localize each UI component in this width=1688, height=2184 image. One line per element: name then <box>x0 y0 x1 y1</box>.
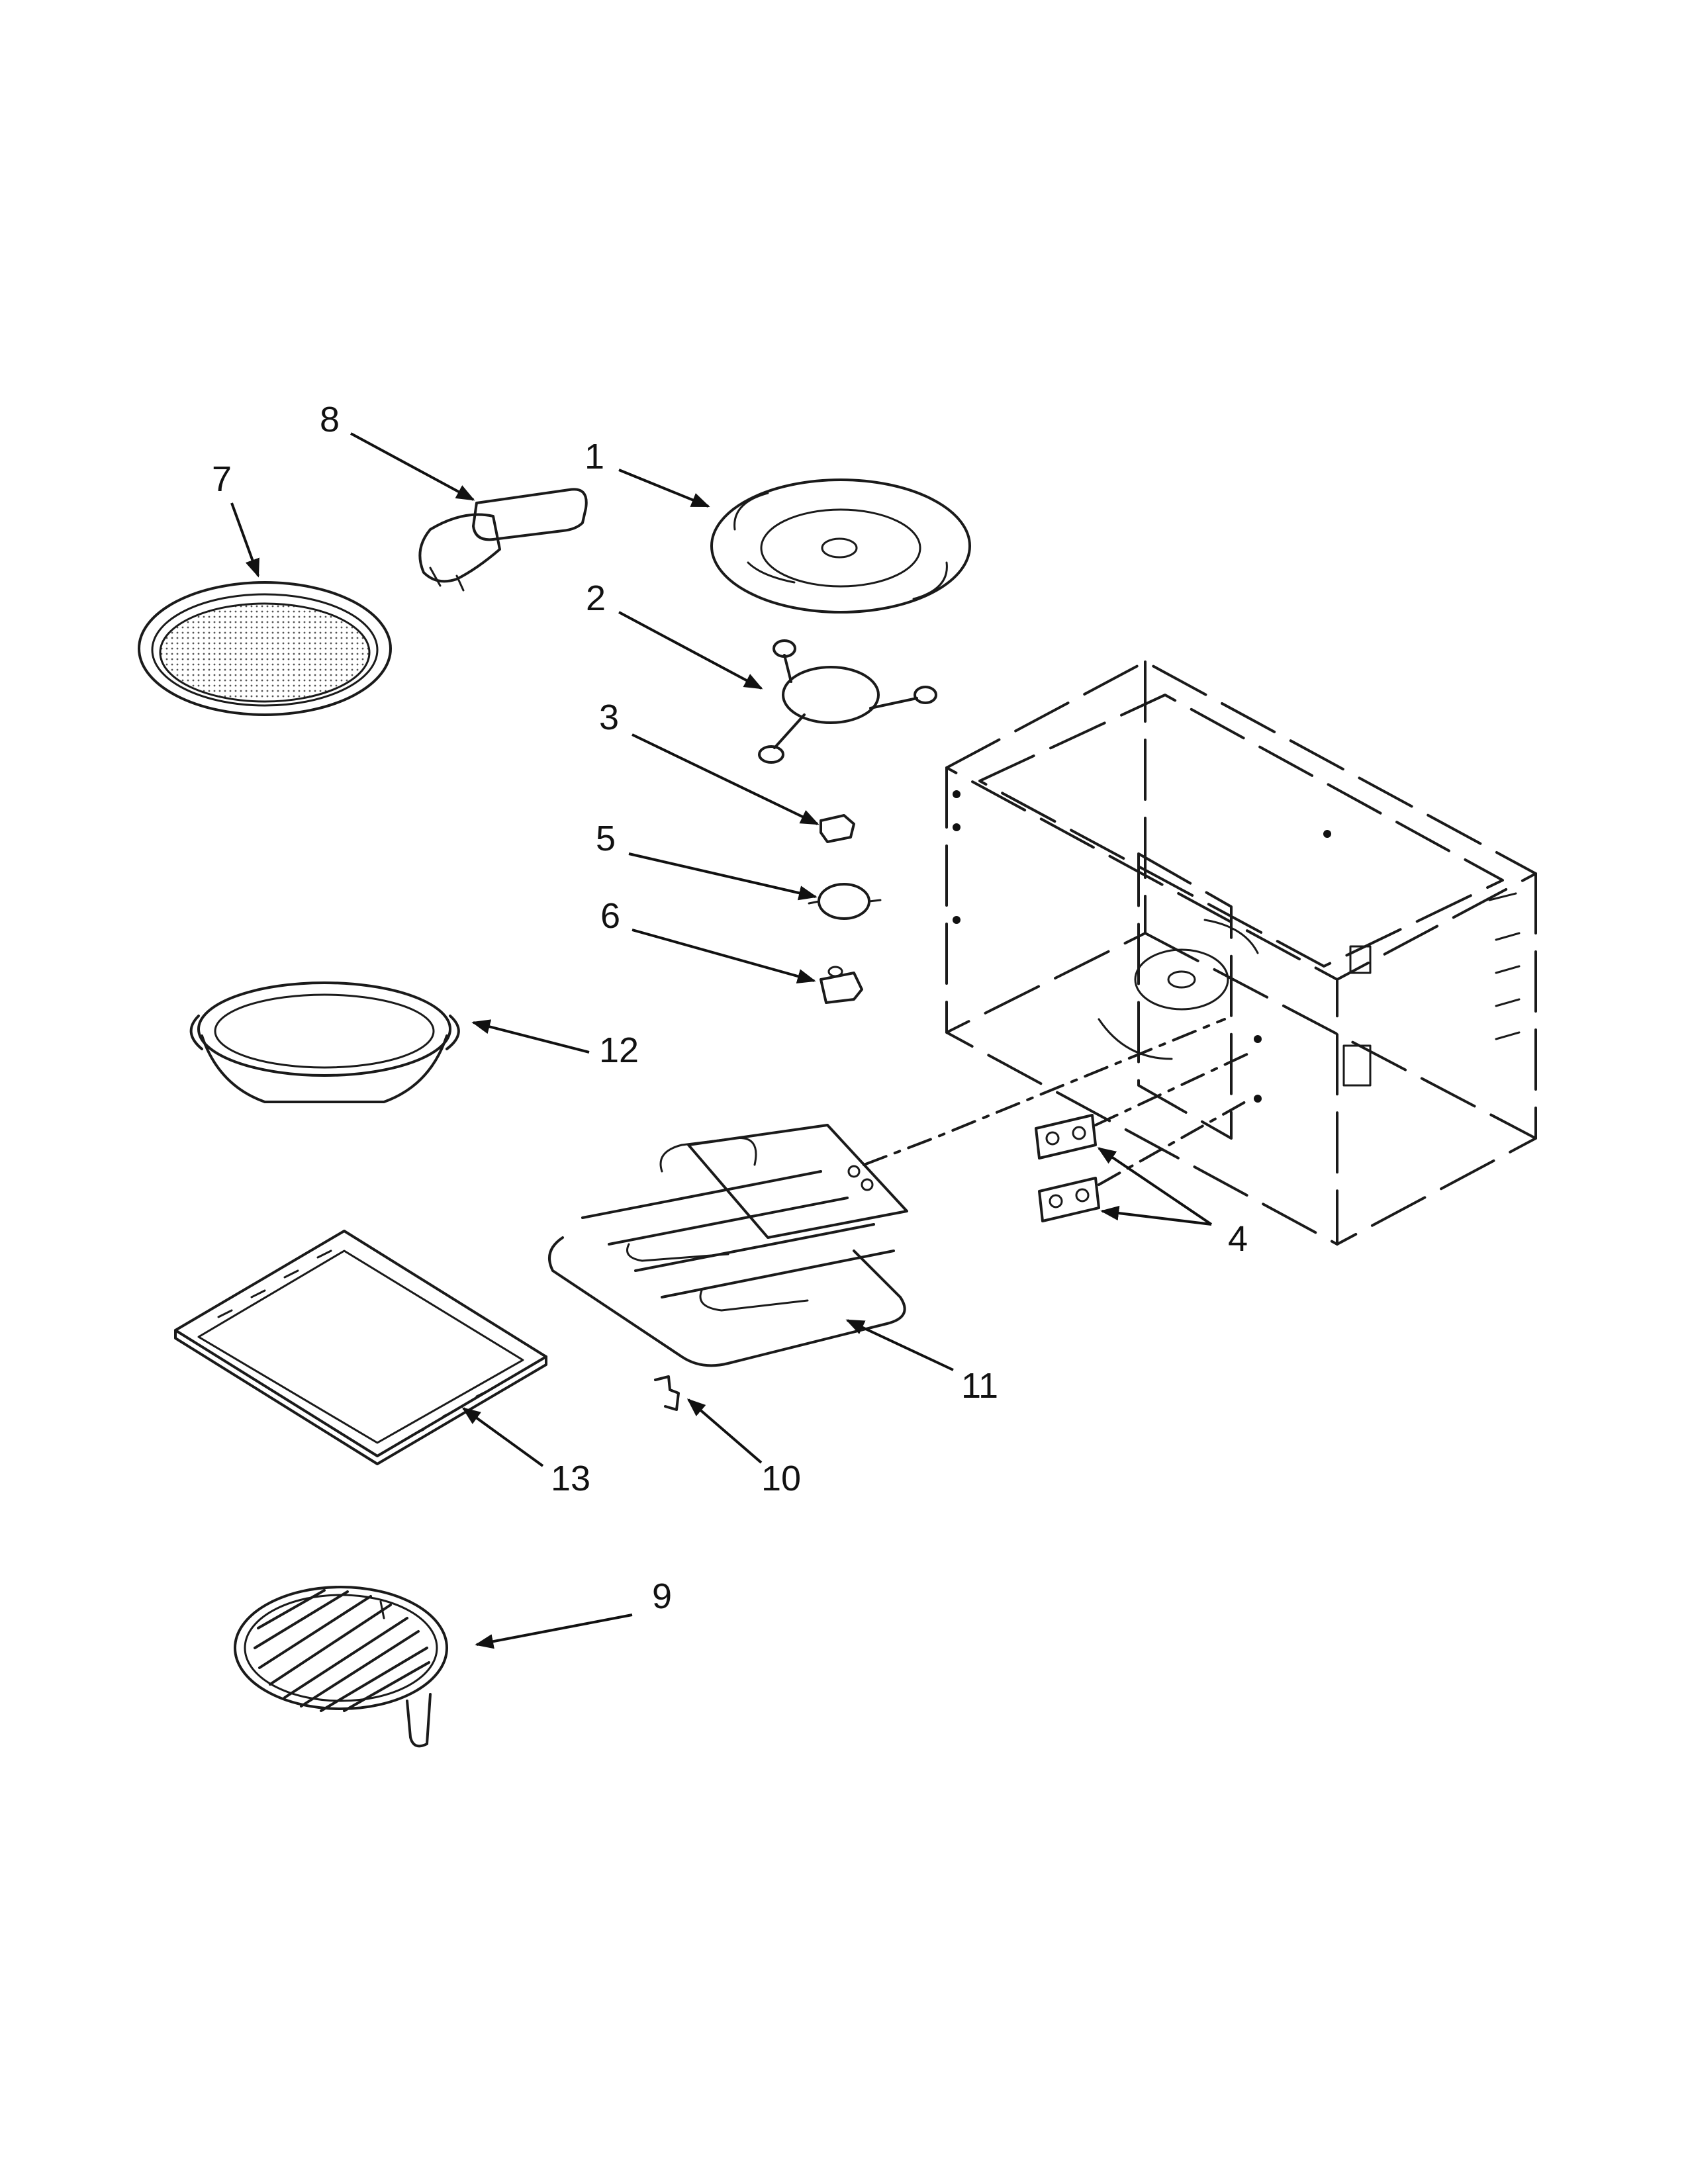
crisper-handle-part <box>418 488 588 592</box>
callout-7: 7 <box>212 459 232 499</box>
switch-part <box>820 966 863 1004</box>
callout-1: 1 <box>585 437 604 477</box>
leader-6 <box>632 929 816 983</box>
callout-5: 5 <box>596 819 616 858</box>
callout-13: 13 <box>551 1459 590 1498</box>
callout-12: 12 <box>599 1030 639 1070</box>
leader-4b <box>1100 1205 1212 1226</box>
small-clip-part <box>820 814 855 843</box>
callout-2: 2 <box>586 578 606 618</box>
callout-10: 10 <box>761 1459 801 1498</box>
bracket-plates-part <box>1035 1051 1252 1222</box>
leader-7 <box>230 502 259 578</box>
leader-10 <box>686 1398 763 1464</box>
callout-9: 9 <box>652 1576 672 1616</box>
turntable-support-part <box>758 639 937 764</box>
leader-2 <box>618 611 763 690</box>
element-bracket-part <box>654 1375 680 1411</box>
callout-8: 8 <box>320 400 340 439</box>
grill-rack-part <box>234 1586 448 1748</box>
leader-3 <box>632 733 820 825</box>
leader-13 <box>461 1407 544 1467</box>
thermostat-part <box>808 883 882 920</box>
crisper-pan-part <box>138 581 392 716</box>
callout-4: 4 <box>1228 1219 1248 1259</box>
callout-3: 3 <box>599 698 619 737</box>
leader-11 <box>845 1319 954 1371</box>
turntable-part <box>710 478 971 614</box>
leader-9 <box>475 1614 633 1649</box>
leader-1 <box>618 469 710 508</box>
leader-4a <box>1097 1147 1213 1226</box>
callout-11: 11 <box>961 1366 998 1406</box>
heating-element-part <box>548 1018 1226 1367</box>
baking-tray-part <box>174 1230 547 1465</box>
leader-5 <box>628 852 818 901</box>
oven-cavity-frame <box>945 660 1537 1246</box>
casserole-dish-part <box>189 981 460 1103</box>
leader-12 <box>471 1019 590 1054</box>
callout-6: 6 <box>600 896 620 936</box>
leader-8 <box>350 432 475 501</box>
